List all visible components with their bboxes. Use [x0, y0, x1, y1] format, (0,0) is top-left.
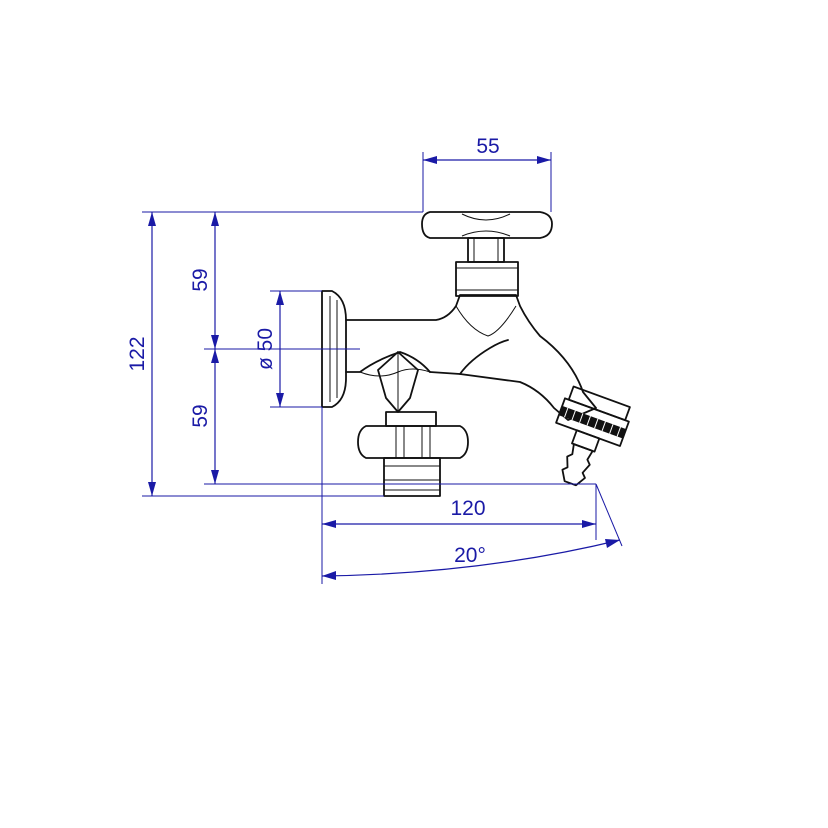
upper-height-label: 59 — [189, 268, 212, 291]
upper-body — [345, 294, 597, 421]
hose-connector — [555, 385, 631, 487]
wall-flange — [321, 290, 347, 408]
flange-diameter-label: ø 50 — [254, 328, 277, 370]
dimension-lines — [142, 152, 623, 584]
projection-label: 120 — [450, 497, 485, 520]
lower-outlet — [383, 457, 441, 497]
spout-angle-label: 20° — [454, 544, 486, 567]
lower-height-label: 59 — [189, 404, 212, 427]
total-height-label: 122 — [126, 336, 149, 371]
faucet-outline — [321, 211, 631, 497]
hex-nut — [357, 425, 469, 459]
dimension-labels: 55 122 59 59 ø 50 120 20° — [126, 135, 500, 567]
handle-width-label: 55 — [476, 135, 499, 158]
handle — [421, 211, 553, 239]
bonnet — [455, 261, 519, 297]
